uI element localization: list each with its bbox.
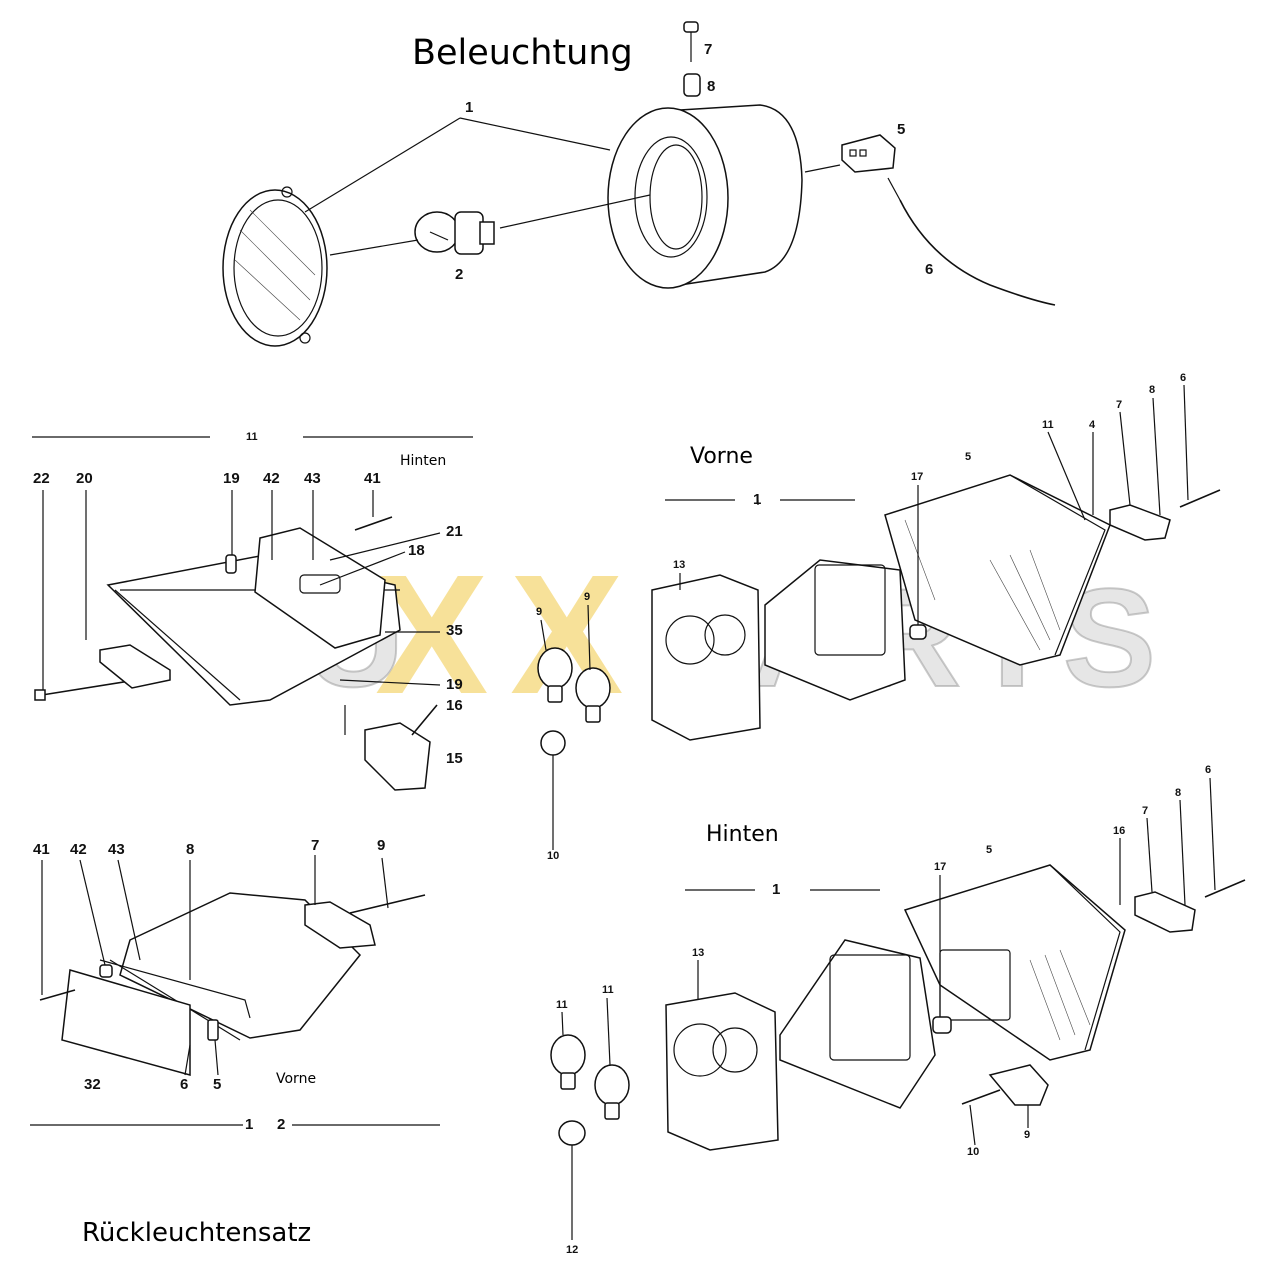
callout-ir-11a: 11 — [556, 999, 568, 1011]
section-title-front: Vorne — [690, 444, 753, 469]
bracket-20 — [99, 644, 171, 689]
callout-slr-15: 15 — [446, 750, 463, 767]
callout-slf-5: 5 — [213, 1076, 222, 1093]
callout-ir-8: 8 — [1175, 787, 1182, 799]
bulb-10 — [540, 730, 566, 756]
indicator-rear-assembly — [550, 777, 1246, 1240]
side-light-front-lens — [61, 969, 191, 1076]
bulb-11-b — [594, 1064, 630, 1106]
callout-slr-19a: 19 — [223, 470, 240, 487]
connector-5 — [841, 134, 896, 173]
headlight-assembly — [222, 21, 1056, 347]
bracket-7-rear — [1134, 891, 1196, 933]
callout-ir-6: 6 — [1205, 764, 1212, 776]
callout-slf-9: 9 — [377, 837, 386, 854]
callout-if-1: 1 — [753, 491, 762, 508]
bracket-7 — [1109, 504, 1171, 541]
callout-ir-1: 1 — [772, 881, 781, 898]
callout-slr-21: 21 — [446, 523, 463, 540]
callout-slr-42: 42 — [263, 470, 280, 487]
callout-slr-43: 43 — [304, 470, 321, 487]
headlight-housing — [607, 104, 803, 289]
callout-ir-11b: 11 — [602, 984, 614, 996]
callout-if-8: 8 — [1149, 384, 1156, 396]
main-title: Beleuchtung — [412, 33, 633, 73]
callout-slr-20: 20 — [76, 470, 93, 487]
callout-headlight-6: 6 — [925, 261, 934, 278]
callout-ir-10: 10 — [967, 1146, 980, 1158]
headlight-lens — [222, 189, 328, 347]
indicator-rear-frame — [779, 939, 936, 1109]
callout-slr-22: 22 — [33, 470, 50, 487]
callout-if-11: 11 — [1042, 419, 1054, 431]
side-light-rear-assembly — [32, 436, 473, 791]
screw-41-front — [39, 989, 76, 1001]
callout-slr-35: 35 — [446, 622, 463, 639]
callout-slr-11: 11 — [246, 431, 258, 443]
callout-slf-1: 1 — [245, 1116, 254, 1133]
bulb-11-a — [550, 1034, 586, 1076]
bulb-12 — [558, 1120, 586, 1146]
callout-if-9a: 9 — [536, 606, 543, 618]
cable-6 — [899, 199, 1056, 306]
callout-if-10: 10 — [547, 850, 560, 862]
screw-41 — [354, 516, 393, 531]
callout-if-5: 5 — [965, 451, 972, 463]
side-light-rear-lens — [254, 527, 386, 649]
bolt-7 — [683, 21, 699, 33]
callout-headlight-1: 1 — [465, 99, 474, 116]
small-label-front: Vorne — [276, 1071, 317, 1087]
bulb-9-a — [537, 647, 573, 689]
callout-ir-9: 9 — [1024, 1129, 1031, 1141]
callout-slr-18: 18 — [408, 542, 425, 559]
indicator-front-assembly — [537, 384, 1221, 850]
callout-if-9b: 9 — [584, 591, 591, 603]
callout-slr-16: 16 — [446, 697, 463, 714]
callout-ir-13: 13 — [692, 947, 705, 959]
watermark-x-first: X — [375, 540, 489, 730]
indicator-front-frame — [764, 559, 906, 701]
callout-ir-7: 7 — [1142, 805, 1149, 817]
callout-slf-7: 7 — [311, 837, 320, 854]
cover-9 — [988, 1064, 1049, 1106]
callout-ir-16: 16 — [1113, 825, 1126, 837]
bulb-9-b — [575, 667, 611, 709]
bolt-6-rear — [1204, 879, 1246, 898]
callout-ir-5: 5 — [986, 844, 993, 856]
callout-if-17: 17 — [911, 471, 924, 483]
screw-10 — [961, 1089, 1001, 1105]
callout-headlight-5: 5 — [897, 121, 906, 138]
callout-if-4: 4 — [1089, 419, 1096, 431]
bolt-6 — [1179, 489, 1221, 508]
callout-headlight-2: 2 — [455, 266, 464, 283]
clip-15 — [364, 722, 431, 791]
section-title-rear: Hinten — [706, 822, 779, 847]
callout-if-6: 6 — [1180, 372, 1187, 384]
headlight-bulb — [414, 211, 495, 255]
bottom-title: Rückleuchtensatz — [82, 1218, 312, 1248]
callout-slf-41: 41 — [33, 841, 50, 858]
screw-16 — [411, 704, 438, 736]
indicator-rear-lens — [665, 992, 779, 1151]
callout-ir-17: 17 — [934, 861, 947, 873]
callout-slf-2: 2 — [277, 1116, 286, 1133]
bracket-7-front — [304, 901, 376, 949]
callout-slf-8: 8 — [186, 841, 195, 858]
callout-slr-19b: 19 — [446, 676, 463, 693]
callout-slf-32: 32 — [84, 1076, 101, 1093]
callout-slf-6: 6 — [180, 1076, 189, 1093]
callout-if-13: 13 — [673, 559, 686, 571]
callout-headlight-7: 7 — [704, 41, 713, 58]
side-light-front-assembly — [30, 855, 440, 1126]
small-label-rear: Hinten — [400, 453, 447, 469]
callout-slr-41: 41 — [364, 470, 381, 487]
callout-ir-12: 12 — [566, 1244, 579, 1256]
callout-slf-42: 42 — [70, 841, 87, 858]
callout-if-7: 7 — [1116, 399, 1123, 411]
nut-8 — [683, 73, 701, 97]
callout-headlight-8: 8 — [707, 78, 716, 95]
callout-slf-43: 43 — [108, 841, 125, 858]
